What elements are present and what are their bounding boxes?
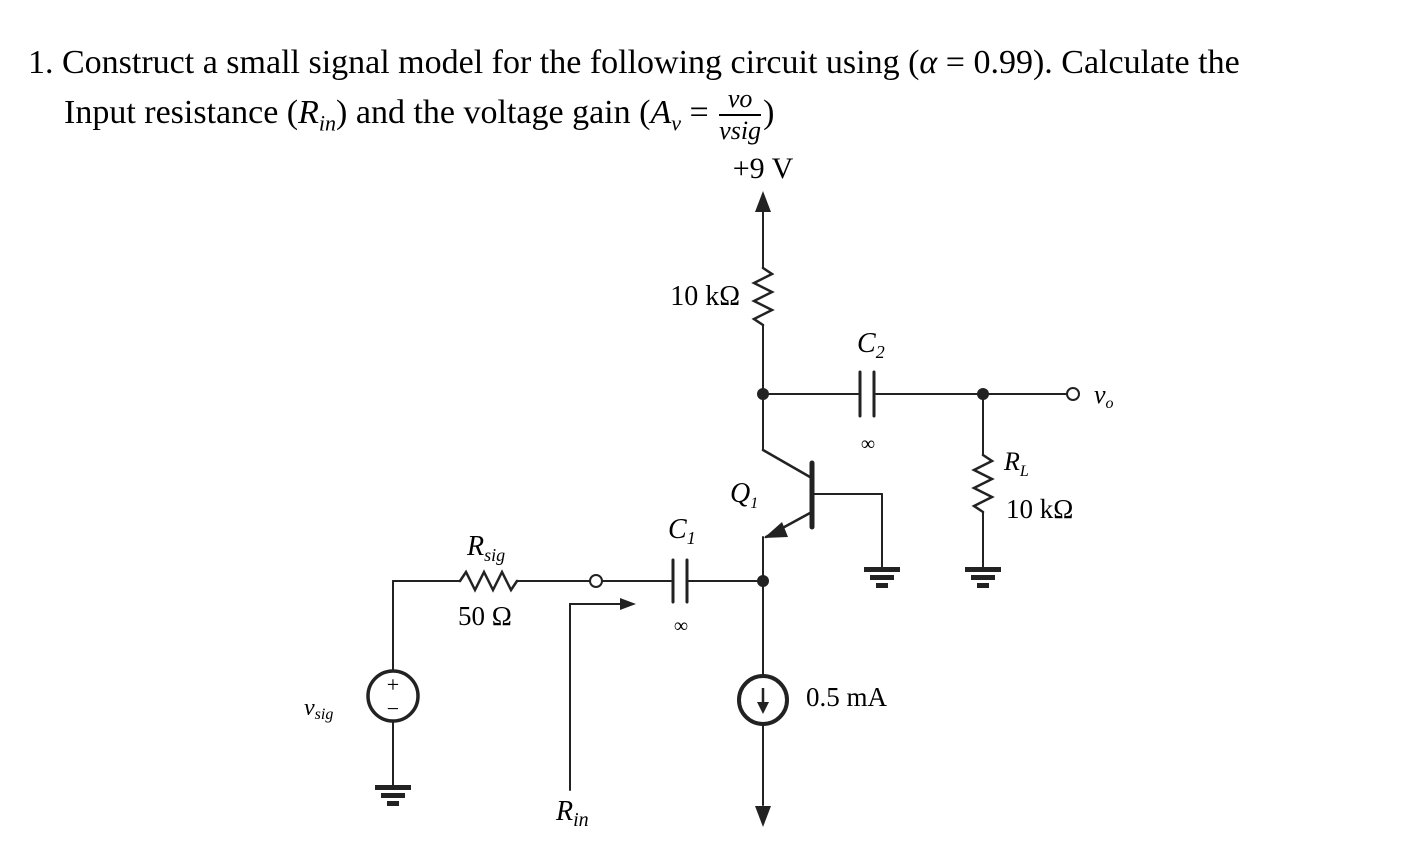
av-subscript: v bbox=[671, 110, 681, 136]
current-value-label: 0.5 mA bbox=[806, 682, 888, 712]
c2-infinity-label: ∞ bbox=[861, 433, 875, 455]
rin-subscript: in bbox=[318, 110, 337, 136]
source-resistor bbox=[458, 569, 519, 593]
down-arrow-icon bbox=[755, 806, 771, 827]
supply-label: +9 V bbox=[733, 152, 794, 185]
c1-infinity-label: ∞ bbox=[674, 615, 688, 637]
vo-label: vo bbox=[1094, 380, 1114, 412]
problem-text-3: ) and the voltage gain ( bbox=[336, 93, 651, 131]
emitter-arrow-icon bbox=[764, 522, 788, 538]
av-symbol: A bbox=[650, 93, 672, 131]
rin-symbol: R bbox=[298, 93, 319, 131]
rin-arrow-icon bbox=[620, 598, 636, 610]
c1-label: C1 bbox=[668, 514, 696, 548]
close-paren: ) bbox=[763, 93, 775, 131]
rsig-label: Rsig bbox=[466, 531, 505, 565]
current-arrow-icon bbox=[757, 702, 769, 714]
transistor-label: Q1 bbox=[730, 478, 758, 512]
ground-icon-source bbox=[375, 785, 411, 806]
equals-sign: = bbox=[680, 93, 718, 131]
rsig-value-label: 50 Ω bbox=[458, 601, 512, 631]
problem-line-2: Input resistance (Rin) and the voltage g… bbox=[28, 86, 1408, 147]
rl-label: RL bbox=[1003, 447, 1029, 480]
output-terminal bbox=[1066, 387, 1080, 401]
gain-fraction: vo vsig bbox=[719, 84, 762, 145]
alpha-value: = 0.99). Calculate the bbox=[937, 44, 1240, 81]
ground-icons bbox=[375, 567, 1001, 806]
rin-label: Rin bbox=[555, 796, 589, 831]
rl-value-label: 10 kΩ bbox=[1006, 494, 1073, 524]
c2-label: C2 bbox=[857, 328, 885, 362]
collector-resistor bbox=[751, 266, 775, 327]
problem-number: 1. bbox=[28, 44, 54, 81]
rc-value-label: 10 kΩ bbox=[670, 281, 740, 312]
source-plus-sign: + bbox=[387, 672, 399, 697]
vsig-label: vsig bbox=[304, 695, 333, 723]
load-resistor bbox=[971, 453, 995, 514]
fraction-denominator: vsig bbox=[719, 116, 762, 145]
output-node bbox=[977, 388, 989, 400]
rin-indicator-line bbox=[569, 603, 631, 791]
ground-icon-base bbox=[864, 567, 900, 588]
fraction-bar bbox=[719, 114, 762, 116]
fraction-numerator: vo bbox=[727, 84, 753, 113]
problem-text-1: Construct a small signal model for the f… bbox=[62, 44, 920, 81]
ground-icon-load bbox=[965, 567, 1001, 588]
problem-statement: 1. Construct a small signal model for th… bbox=[28, 40, 1408, 147]
input-terminal bbox=[589, 574, 603, 588]
problem-line-1: 1. Construct a small signal model for th… bbox=[28, 40, 1408, 86]
supply-arrow-icon bbox=[755, 191, 771, 212]
collector-node bbox=[757, 388, 769, 400]
emitter-node bbox=[757, 575, 769, 587]
alpha-symbol: α bbox=[919, 44, 938, 81]
problem-text-2: Input resistance ( bbox=[64, 93, 299, 131]
transistor-collector-lead bbox=[761, 448, 812, 479]
source-minus-sign: − bbox=[387, 696, 399, 721]
